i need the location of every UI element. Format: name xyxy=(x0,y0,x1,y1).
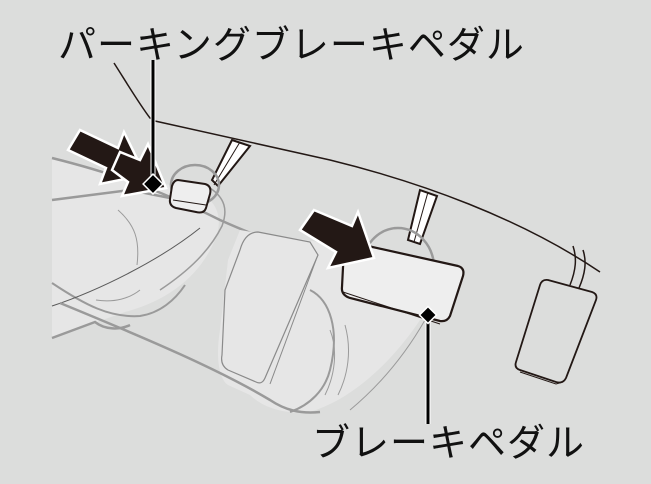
dashboard-edge xyxy=(113,62,601,273)
brake-pedal-label: ブレーキペダル xyxy=(312,421,586,465)
arrow-brake xyxy=(298,208,376,270)
leader-lines xyxy=(142,60,438,424)
accelerator-pedal xyxy=(514,278,598,385)
parking-brake-pad xyxy=(168,178,212,214)
accelerator-arm xyxy=(569,245,586,289)
parking-brake-pedal-label: パーキングブレーキペダル xyxy=(58,23,525,67)
